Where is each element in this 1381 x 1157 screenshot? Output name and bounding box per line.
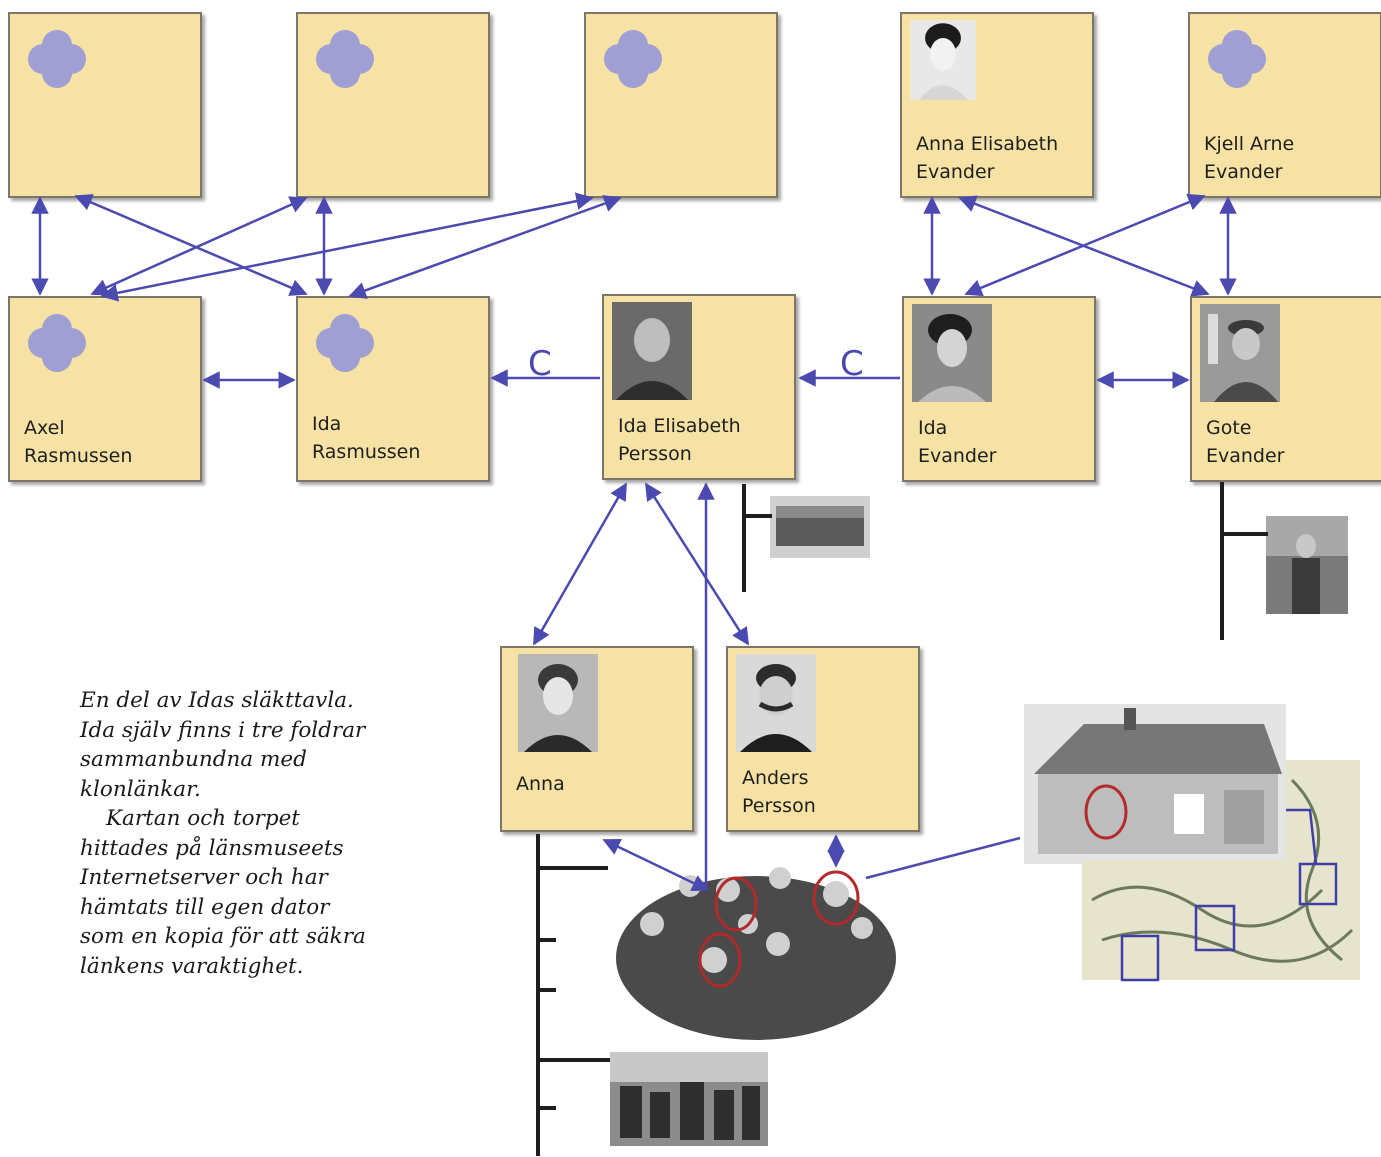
placeholder-clover-icon	[28, 30, 86, 88]
woman-portrait-photo	[910, 20, 976, 100]
figure-caption: En del av Idas släkttavla. Ida själv fin…	[80, 686, 380, 981]
cottage-photo[interactable]	[1024, 704, 1286, 864]
man-portrait-photo	[1200, 304, 1280, 402]
placeholder-clover-icon	[28, 314, 86, 372]
placeholder-clover-icon	[316, 314, 374, 372]
grandparent-card-2[interactable]	[296, 12, 490, 198]
group-photo-thumbnail[interactable]	[770, 496, 870, 558]
person-name: Anna Elisabeth Evander	[916, 133, 1059, 183]
card-anders-persson[interactable]: Anders Persson	[726, 646, 920, 832]
person-name: Anna	[516, 773, 565, 795]
card-anna[interactable]: Anna	[500, 646, 694, 832]
placeholder-clover-icon	[1208, 30, 1266, 88]
card-kjell-arne-evander[interactable]: Kjell Arne Evander	[1188, 12, 1381, 198]
historic-map[interactable]	[1082, 760, 1360, 980]
card-ida-rasmussen[interactable]: Ida Rasmussen	[296, 296, 490, 482]
placeholder-clover-icon	[316, 30, 374, 88]
caption-paragraph-1: En del av Idas släkttavla. Ida själv fin…	[80, 688, 366, 802]
card-axel-rasmussen[interactable]: Axel Rasmussen	[8, 296, 202, 482]
person-name: Anders Persson	[742, 767, 816, 817]
group-photo-2[interactable]	[610, 1052, 768, 1146]
person-name: Kjell Arne Evander	[1204, 133, 1295, 183]
man-portrait-photo	[736, 654, 816, 752]
grandparent-card-3[interactable]	[584, 12, 778, 198]
card-anna-elisabeth-evander[interactable]: Anna Elisabeth Evander	[900, 12, 1094, 198]
girl-portrait-photo	[612, 302, 692, 400]
card-ida-elisabeth-persson[interactable]: Ida Elisabeth Persson	[602, 294, 796, 480]
girl-portrait-photo	[518, 654, 598, 752]
card-gote-evander[interactable]: Gote Evander	[1190, 296, 1381, 482]
person-name: Ida Evander	[918, 417, 997, 467]
clone-link-label-left: C	[528, 344, 552, 384]
family-photo[interactable]	[608, 848, 904, 1040]
caption-paragraph-2: Kartan och torpet hittades på länsmuseet…	[80, 806, 366, 979]
woman-portrait-photo	[912, 304, 992, 402]
card-ida-evander[interactable]: Ida Evander	[902, 296, 1096, 482]
person-name: Ida Elisabeth Persson	[618, 415, 741, 465]
person-name: Ida Rasmussen	[312, 413, 421, 463]
person-name: Gote Evander	[1206, 417, 1285, 467]
person-name: Axel Rasmussen	[24, 417, 133, 467]
grandparent-card-1[interactable]	[8, 12, 202, 198]
clone-link-label-right: C	[840, 344, 864, 384]
man-standing-photo[interactable]	[1266, 516, 1348, 614]
placeholder-clover-icon	[604, 30, 662, 88]
